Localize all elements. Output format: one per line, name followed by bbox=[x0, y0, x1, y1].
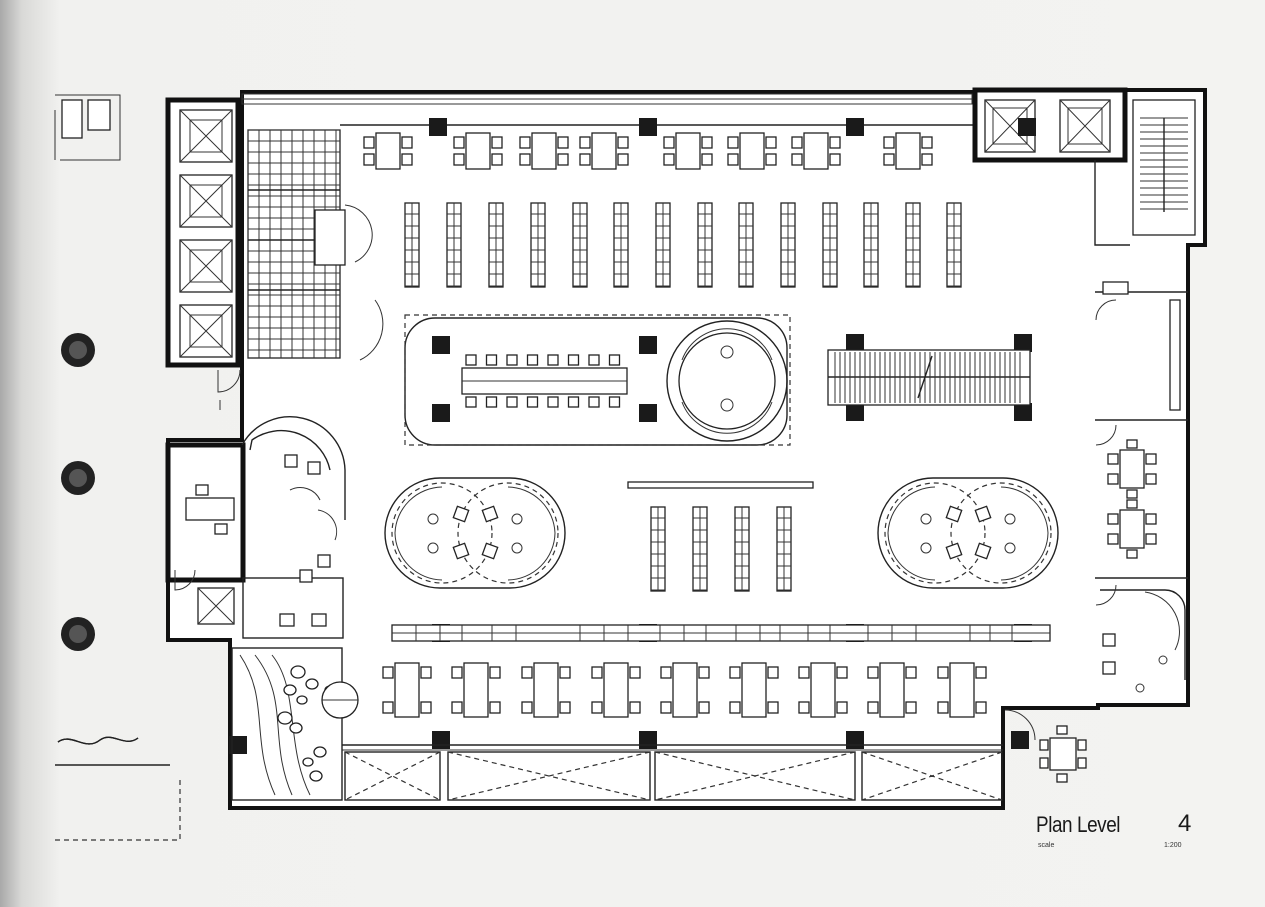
door-swing-icon bbox=[174, 369, 1036, 741]
book-stack bbox=[863, 202, 879, 288]
plan-title: Plan Level bbox=[1036, 812, 1121, 837]
book-stacks bbox=[404, 202, 962, 288]
book-stack bbox=[780, 202, 796, 288]
book-stack bbox=[905, 202, 921, 288]
elevator-shafts-left bbox=[179, 109, 233, 358]
elevator-icon bbox=[1059, 99, 1111, 153]
book-stack bbox=[572, 202, 588, 288]
desk bbox=[791, 132, 841, 170]
column-icon bbox=[846, 731, 864, 749]
desk-row-top bbox=[363, 132, 933, 170]
title-block: Plan Level 4 scale 1:200 bbox=[1036, 810, 1206, 854]
book-stack bbox=[946, 202, 962, 288]
column-icon bbox=[639, 336, 657, 354]
column-icon bbox=[432, 336, 450, 354]
column-icon bbox=[639, 404, 657, 422]
desk bbox=[798, 662, 848, 718]
book-stack bbox=[692, 506, 708, 592]
column-icon bbox=[229, 736, 247, 754]
elevator-icon bbox=[179, 304, 233, 358]
book-stack bbox=[776, 506, 792, 592]
right-lounge bbox=[1100, 589, 1186, 693]
desk bbox=[579, 132, 629, 170]
right-rooms bbox=[1095, 281, 1188, 606]
column-icon bbox=[432, 731, 450, 749]
book-stack bbox=[650, 506, 666, 592]
book-stack bbox=[655, 202, 671, 288]
exterior-left bbox=[54, 94, 181, 841]
shelf-strip bbox=[391, 624, 1051, 642]
column-icon bbox=[639, 118, 657, 136]
desk bbox=[883, 132, 933, 170]
desk bbox=[727, 132, 777, 170]
column-icon bbox=[846, 334, 864, 352]
desk bbox=[867, 662, 917, 718]
column-icon bbox=[432, 404, 450, 422]
column-icon bbox=[1014, 334, 1032, 352]
desk bbox=[660, 662, 710, 718]
reading-pod-left bbox=[384, 477, 566, 589]
center-stacks bbox=[627, 481, 814, 592]
right-corner-table bbox=[1039, 725, 1087, 783]
book-stack bbox=[697, 202, 713, 288]
elevator-icon bbox=[197, 587, 235, 625]
book-stack bbox=[488, 202, 504, 288]
column-icon bbox=[1011, 731, 1029, 749]
book-stack bbox=[822, 202, 838, 288]
book-stack bbox=[404, 202, 420, 288]
desk bbox=[729, 662, 779, 718]
desk bbox=[591, 662, 641, 718]
book-stack bbox=[738, 202, 754, 288]
table bbox=[1107, 499, 1157, 559]
book-stack bbox=[446, 202, 462, 288]
book-stack bbox=[530, 202, 546, 288]
desk bbox=[451, 662, 501, 718]
desk bbox=[363, 132, 413, 170]
central-platform bbox=[404, 314, 791, 446]
elevator-icon bbox=[179, 174, 233, 228]
column-icon bbox=[1014, 403, 1032, 421]
desk bbox=[937, 662, 987, 718]
exterior-columns bbox=[61, 333, 95, 651]
core-right bbox=[984, 99, 1196, 246]
desk bbox=[382, 662, 432, 718]
column-icon bbox=[846, 118, 864, 136]
desk bbox=[453, 132, 503, 170]
desk-row-bottom bbox=[382, 662, 987, 718]
desk bbox=[521, 662, 571, 718]
column-icon bbox=[429, 118, 447, 136]
desk bbox=[663, 132, 713, 170]
scale-label: scale bbox=[1038, 842, 1055, 849]
reading-pod-right bbox=[877, 477, 1059, 589]
stair-icon bbox=[1132, 99, 1196, 236]
column-icon bbox=[846, 403, 864, 421]
conference-chairs bbox=[465, 354, 621, 408]
table bbox=[1107, 439, 1157, 499]
lounge-lower-left bbox=[231, 647, 359, 801]
desk bbox=[519, 132, 569, 170]
right-side-tables bbox=[1107, 439, 1157, 559]
escalator-icon bbox=[827, 349, 1031, 406]
column-icon bbox=[1018, 118, 1036, 136]
elevator-icon bbox=[179, 109, 233, 163]
level-number: 4 bbox=[1178, 810, 1192, 837]
elevator-icon bbox=[179, 239, 233, 293]
book-stack bbox=[734, 506, 750, 592]
scale-value: 1:200 bbox=[1164, 842, 1182, 849]
column-icon bbox=[639, 731, 657, 749]
book-stack bbox=[613, 202, 629, 288]
restrooms bbox=[247, 129, 384, 361]
bottom-bays bbox=[342, 744, 1003, 801]
office-lower-left bbox=[165, 416, 346, 639]
